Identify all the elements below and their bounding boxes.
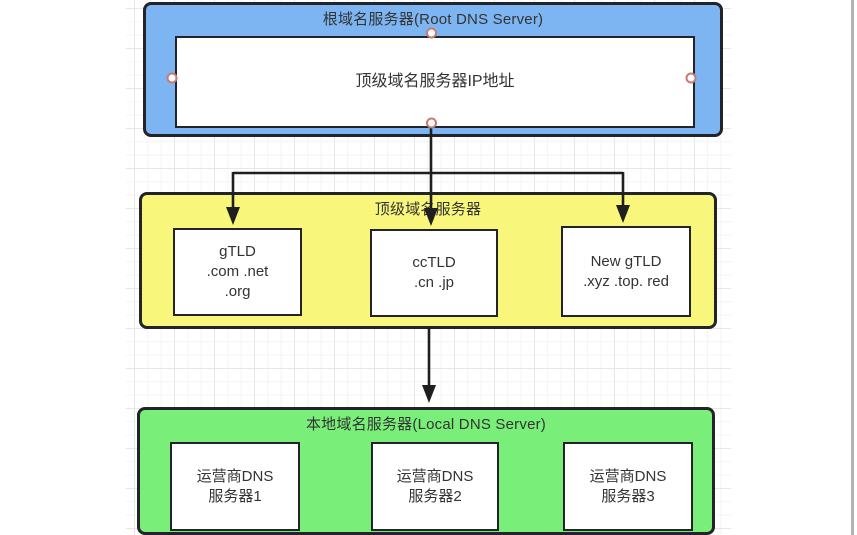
root-dns-group-title: 根域名服务器(Root DNS Server) <box>322 11 544 28</box>
node-text-line: .com .net <box>206 263 269 280</box>
tld-group-title: 顶级域名服务器 <box>374 201 482 218</box>
node-text-line: 运营商DNS <box>196 467 274 485</box>
node-text-line: 服务器3 <box>601 487 655 505</box>
root-tld-ip-node[interactable]: 顶级域名服务器IP地址 <box>175 36 695 128</box>
node-text-line: .cn .jp <box>413 274 455 291</box>
node-text-line: 服务器2 <box>408 487 462 505</box>
tld-node-cctld[interactable]: ccTLD .cn .jp <box>370 229 498 317</box>
node-text-line: 服务器1 <box>208 487 262 505</box>
root-dns-group[interactable]: 根域名服务器(Root DNS Server) 顶级域名服务器IP地址 <box>143 2 723 137</box>
local-dns-group[interactable]: 本地域名服务器(Local DNS Server) 运营商DNS 服务器1 运营商… <box>137 407 715 535</box>
local-node-isp-dns-1[interactable]: 运营商DNS 服务器1 <box>170 442 300 531</box>
local-dns-group-title: 本地域名服务器(Local DNS Server) <box>305 416 547 433</box>
tld-group[interactable]: 顶级域名服务器 gTLD .com .net .org ccTLD .cn .jp N… <box>139 192 717 329</box>
tld-node-gtld[interactable]: gTLD .com .net .org <box>173 228 302 316</box>
node-text-line: 顶级域名服务器IP地址 <box>355 73 515 90</box>
local-node-isp-dns-3[interactable]: 运营商DNS 服务器3 <box>563 442 693 531</box>
canvas-right-divider <box>851 0 854 535</box>
node-text-line: 运营商DNS <box>589 467 667 485</box>
node-text-line: .xyz .top. red <box>583 272 669 290</box>
tld-node-newgtld[interactable]: New gTLD .xyz .top. red <box>561 226 691 317</box>
node-text-line: ccTLD <box>412 254 456 271</box>
node-text-line: gTLD <box>219 243 256 260</box>
local-node-isp-dns-2[interactable]: 运营商DNS 服务器2 <box>371 442 499 531</box>
node-text-line: .org <box>224 283 251 300</box>
node-text-line: New gTLD <box>590 252 662 270</box>
node-text-line: 运营商DNS <box>396 467 474 485</box>
